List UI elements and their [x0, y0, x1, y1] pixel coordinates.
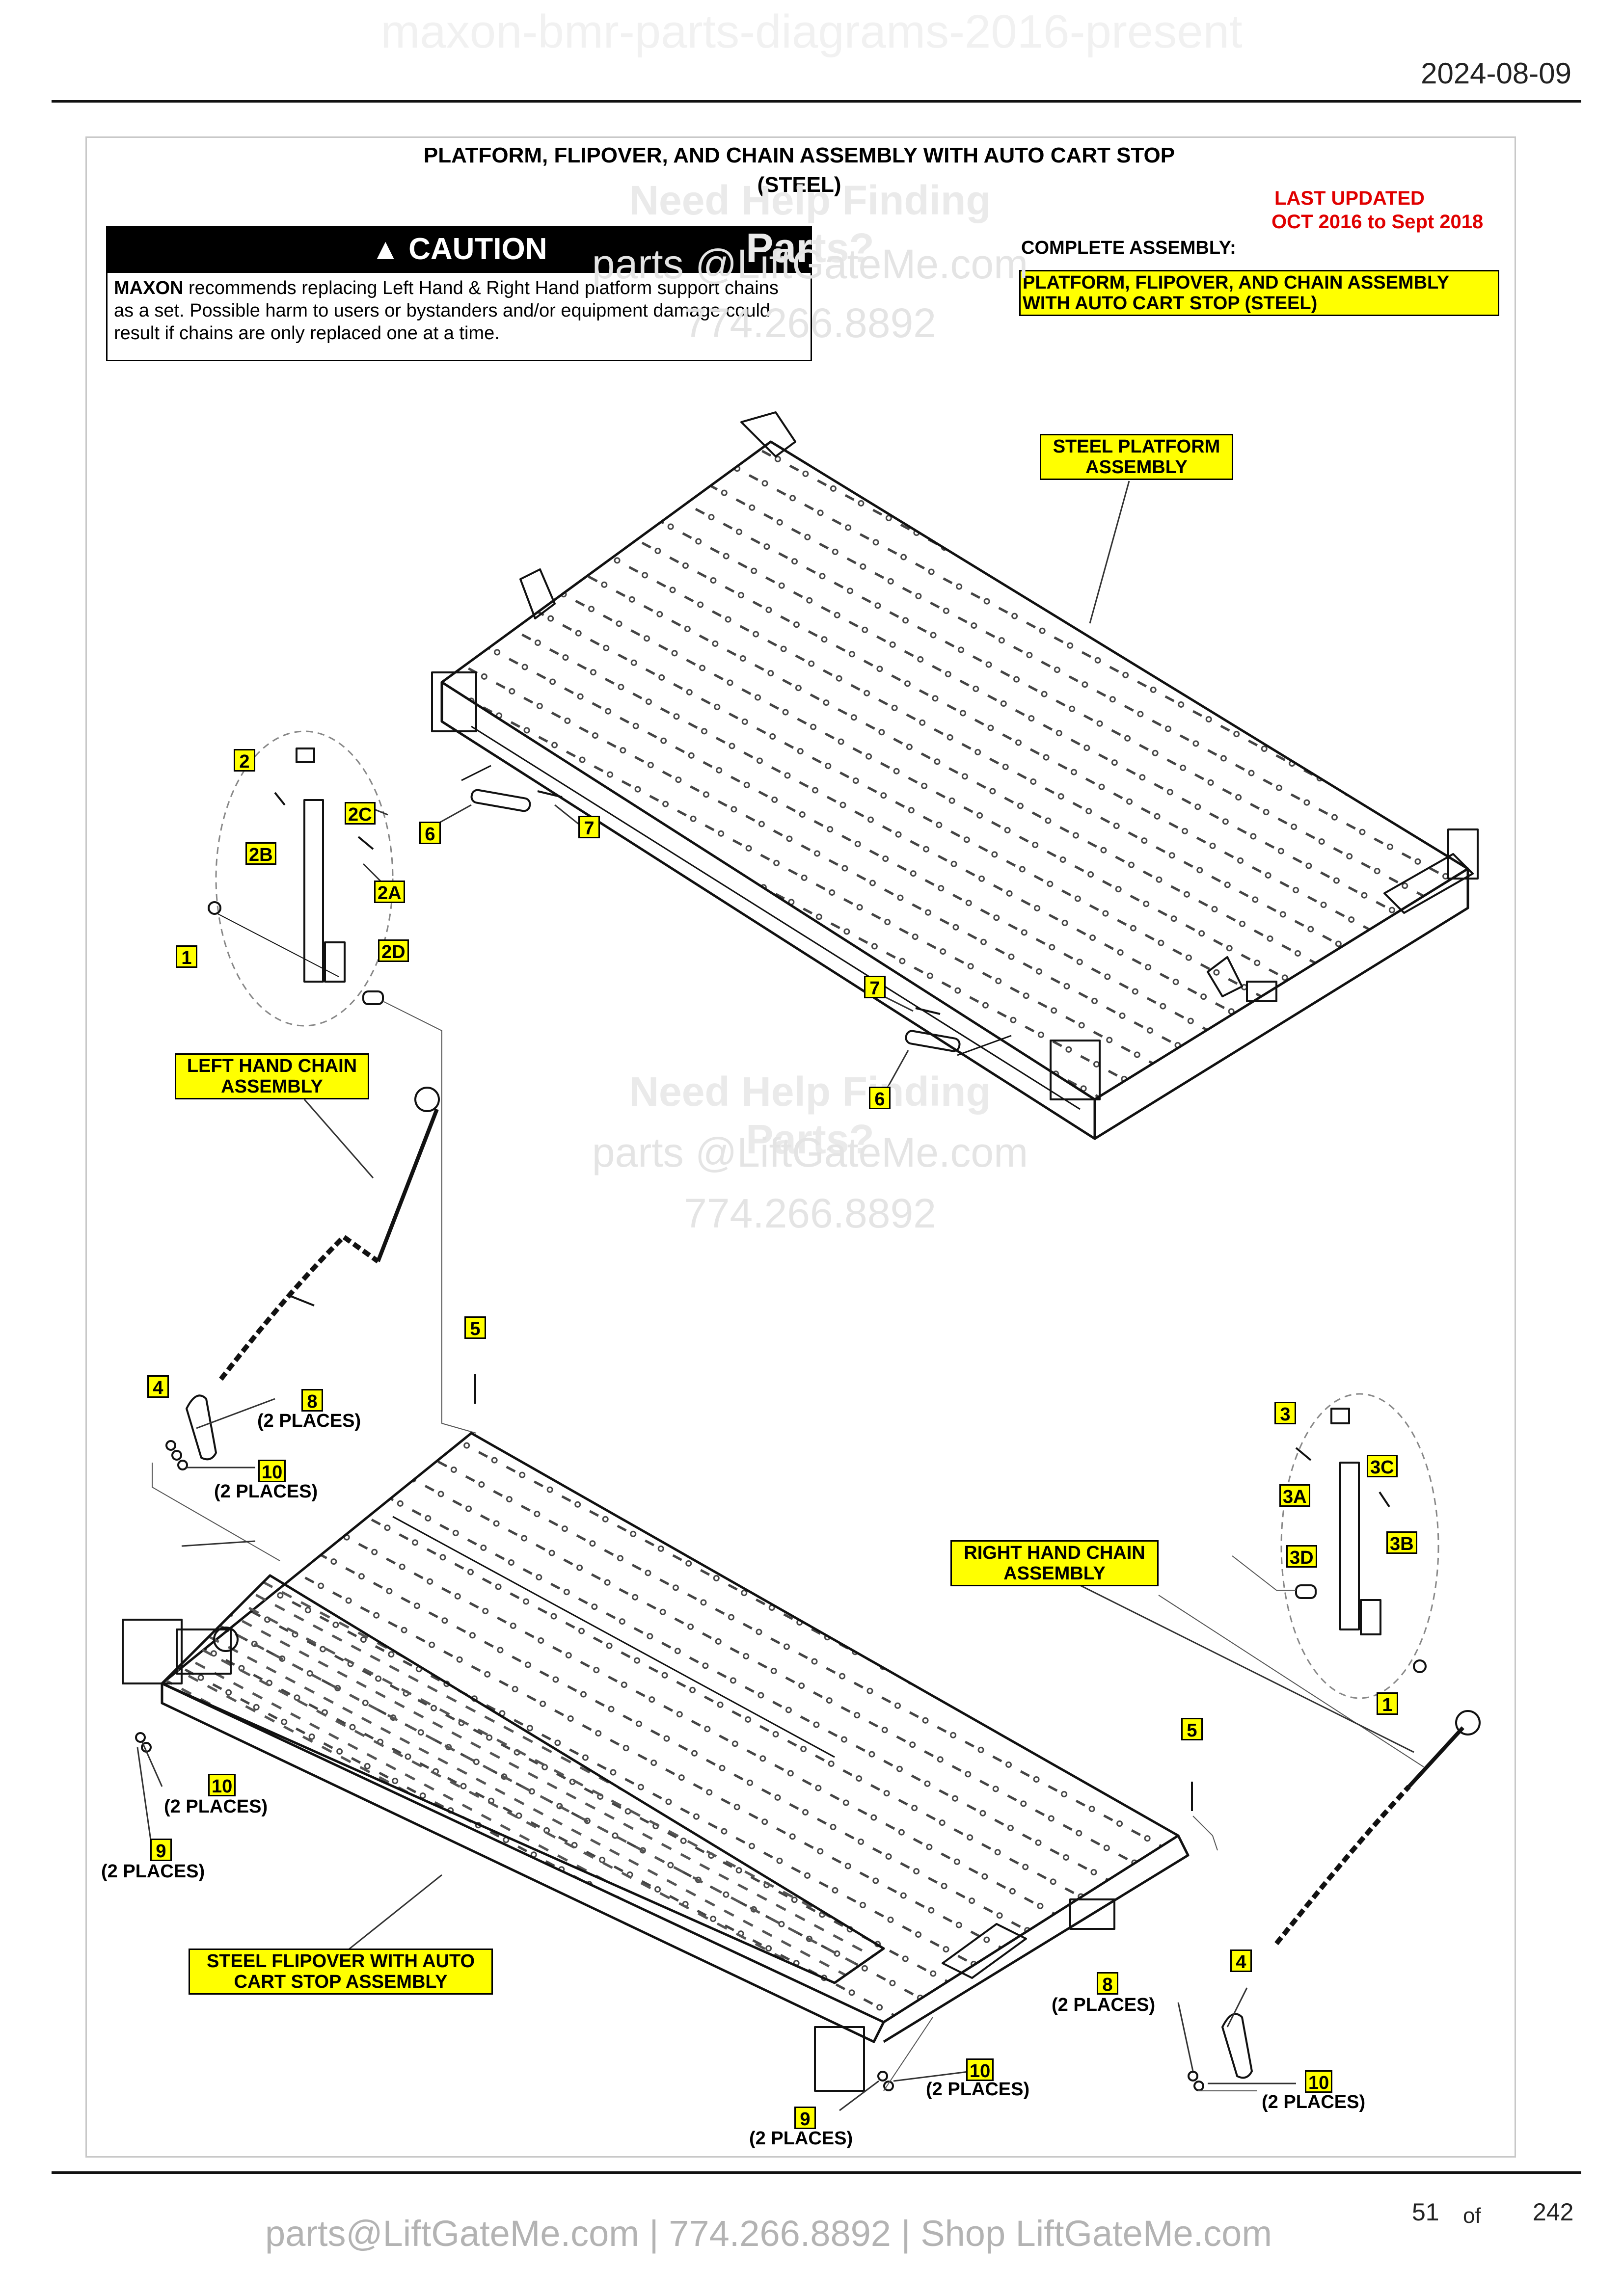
watermark-help-1: Need Help Finding Parts?	[629, 177, 991, 271]
watermark-help-2: Need Help Finding Parts?	[629, 1068, 991, 1162]
callout-2b: 2B	[245, 842, 276, 865]
callout-2c: 2C	[345, 802, 376, 825]
callout-10-right: 10	[1305, 2070, 1333, 2093]
caution-body: recommends replacing Left Hand & Right H…	[114, 278, 779, 344]
flipover-assembly-label-line1: STEEL FLIPOVER WITH AUTO	[206, 1951, 475, 1972]
diagram-subtitle: (STEEL)	[757, 173, 841, 197]
flipover-platform-drawing	[122, 1432, 1190, 2092]
right-hand-chain-label-line2: ASSEMBLY	[1003, 1563, 1106, 1584]
caution-text: MAXON recommends replacing Left Hand & R…	[114, 277, 801, 345]
left-hand-chain-label: LEFT HAND CHAIN ASSEMBLY	[175, 1053, 369, 1099]
callout-6-upper: 6	[419, 822, 441, 845]
complete-assembly-name: PLATFORM, FLIPOVER, AND CHAIN ASSEMBLY W…	[1019, 270, 1499, 316]
watermark-email-2: parts @LiftGateMe.com	[592, 1129, 1028, 1175]
callout-8-right: 8	[1097, 1972, 1118, 1995]
left-hand-chain-label-line1: LEFT HAND CHAIN	[187, 1056, 357, 1076]
places-10-left: (2 PLACES)	[214, 1481, 318, 1502]
callout-2d: 2D	[378, 939, 409, 962]
places-8-right: (2 PLACES)	[1052, 1995, 1156, 2015]
steel-platform-label-line2: ASSEMBLY	[1085, 457, 1188, 478]
footer-contact: parts@LiftGateMe.com | 774.266.8892 | Sh…	[265, 2213, 1272, 2254]
page-current: 51	[1412, 2198, 1439, 2226]
callout-1-right: 1	[1377, 1692, 1398, 1715]
complete-assembly-name-line2: WITH AUTO CART STOP (STEEL)	[1023, 293, 1318, 314]
last-updated-label: LAST UPDATED	[1274, 187, 1425, 209]
caution-header: ▲ CAUTION	[106, 226, 812, 273]
steel-platform-drawing	[431, 411, 1479, 1140]
callout-4-left: 4	[147, 1375, 169, 1398]
diagram-frame	[85, 136, 1516, 2158]
page-of: of	[1463, 2204, 1481, 2228]
places-10-bottom: (2 PLACES)	[926, 2079, 1030, 2100]
right-hand-chain-drawing	[1274, 1710, 1481, 1946]
watermark-phone-1: 774.266.8892	[684, 300, 936, 346]
warning-triangle-icon: ▲	[371, 233, 400, 266]
callout-9-bottom: 9	[794, 2107, 816, 2130]
callout-5-right: 5	[1181, 1718, 1203, 1741]
flipover-assembly-label-line2: CART STOP ASSEMBLY	[234, 1972, 448, 1992]
complete-assembly-name-line1: PLATFORM, FLIPOVER, AND CHAIN ASSEMBLY	[1023, 272, 1450, 293]
left-hand-chain-drawing	[219, 1087, 440, 1381]
document-date: 2024-08-09	[1421, 57, 1571, 90]
last-updated-range: OCT 2016 to Sept 2018	[1271, 211, 1484, 233]
callout-8-left: 8	[301, 1389, 323, 1412]
callout-10-lower-left: 10	[208, 1774, 236, 1797]
caution-brand: MAXON	[114, 278, 184, 298]
callout-10-left: 10	[258, 1460, 286, 1483]
steel-platform-label-line1: STEEL PLATFORM	[1053, 436, 1220, 457]
page-total: 242	[1533, 2198, 1574, 2226]
steel-platform-label: STEEL PLATFORM ASSEMBLY	[1040, 434, 1233, 480]
right-bracket-detail	[1158, 1393, 1439, 1767]
header-divider	[52, 100, 1581, 103]
callout-1-left: 1	[176, 945, 197, 968]
callout-10-bottom: 10	[966, 2058, 994, 2082]
callout-7-upper: 7	[578, 816, 600, 839]
right-hand-chain-label-line1: RIGHT HAND CHAIN	[964, 1543, 1145, 1563]
places-10-right: (2 PLACES)	[1262, 2092, 1366, 2112]
places-9-left: (2 PLACES)	[101, 1861, 205, 1882]
callout-3: 3	[1274, 1402, 1296, 1425]
diagram-title: PLATFORM, FLIPOVER, AND CHAIN ASSEMBLY W…	[423, 143, 1175, 167]
right-hand-chain-label: RIGHT HAND CHAIN ASSEMBLY	[950, 1540, 1159, 1586]
callout-3a: 3A	[1279, 1484, 1310, 1507]
places-9-bottom: (2 PLACES)	[749, 2128, 853, 2149]
callout-4-right: 4	[1230, 1949, 1252, 1973]
callout-2a: 2A	[374, 881, 405, 904]
places-8-left: (2 PLACES)	[257, 1411, 361, 1431]
complete-assembly-label: COMPLETE ASSEMBLY:	[1021, 238, 1236, 258]
callout-3d: 3D	[1286, 1545, 1317, 1568]
footer-divider	[52, 2171, 1581, 2174]
caution-heading: CAUTION	[408, 232, 547, 266]
header-watermark: maxon-bmr-parts-diagrams-2016-present	[380, 5, 1243, 58]
watermark-phone-2: 774.266.8892	[684, 1190, 936, 1236]
left-hand-chain-label-line2: ASSEMBLY	[221, 1076, 323, 1097]
places-10-lower-left: (2 PLACES)	[164, 1796, 268, 1817]
callout-5-left: 5	[464, 1316, 486, 1339]
callout-6-lower: 6	[869, 1087, 891, 1110]
callout-7-lower: 7	[864, 976, 886, 999]
callout-9-left: 9	[150, 1839, 172, 1862]
callout-3b: 3B	[1386, 1531, 1417, 1554]
left-bracket-detail	[208, 730, 477, 1434]
callout-3c: 3C	[1367, 1455, 1398, 1478]
callout-2: 2	[234, 749, 255, 772]
watermark-email-1: parts @LiftGateMe.com	[592, 241, 1028, 287]
flipover-assembly-label: STEEL FLIPOVER WITH AUTO CART STOP ASSEM…	[189, 1949, 493, 1995]
